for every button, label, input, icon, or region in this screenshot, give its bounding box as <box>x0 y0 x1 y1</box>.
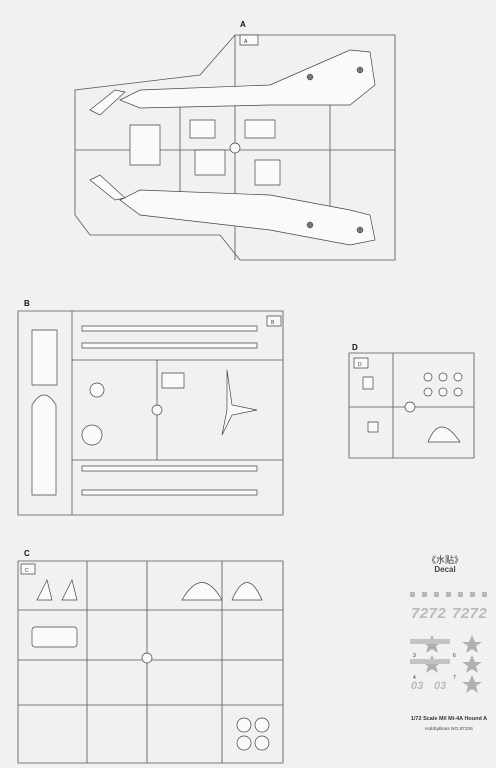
sprue-b-frame: B <box>17 310 284 517</box>
decal-code-left: 03 <box>411 680 424 692</box>
decal-scale-line: 1/72 Scale Mil Mi-4A Hound A <box>410 716 488 722</box>
decal-number-left: 7272 <box>411 605 447 622</box>
decal-marker-6: 6 <box>453 653 456 659</box>
sprue-c-tag: C <box>25 568 29 574</box>
sprue-b-label: B <box>24 299 30 308</box>
sprue-a-frame: A <box>70 30 400 265</box>
decal-code-right: 03 <box>434 680 447 692</box>
decal-subtitle: Decal <box>434 565 456 574</box>
sprue-a-tag: A <box>244 39 248 45</box>
decal-title: 《水贴》 <box>426 555 463 565</box>
decal-marks: 3 6 4 7 <box>410 592 487 693</box>
decal-marker-3: 3 <box>413 653 416 659</box>
sprue-c-frame: C <box>17 560 284 765</box>
decal-number-right: 7272 <box>452 605 488 622</box>
sprue-c-label: C <box>24 549 30 558</box>
sprue-d-frame: D <box>348 352 476 460</box>
decal-marker-4: 4 <box>413 675 416 681</box>
sprue-b-tag: B <box>271 320 275 326</box>
sprue-a-label: A <box>240 20 246 29</box>
decal-product-code: HobbyBoss NO.87226 <box>425 727 473 732</box>
sprue-d-tag: D <box>358 362 362 368</box>
sprue-d-label: D <box>352 343 358 352</box>
decal-marker-7: 7 <box>453 675 456 681</box>
